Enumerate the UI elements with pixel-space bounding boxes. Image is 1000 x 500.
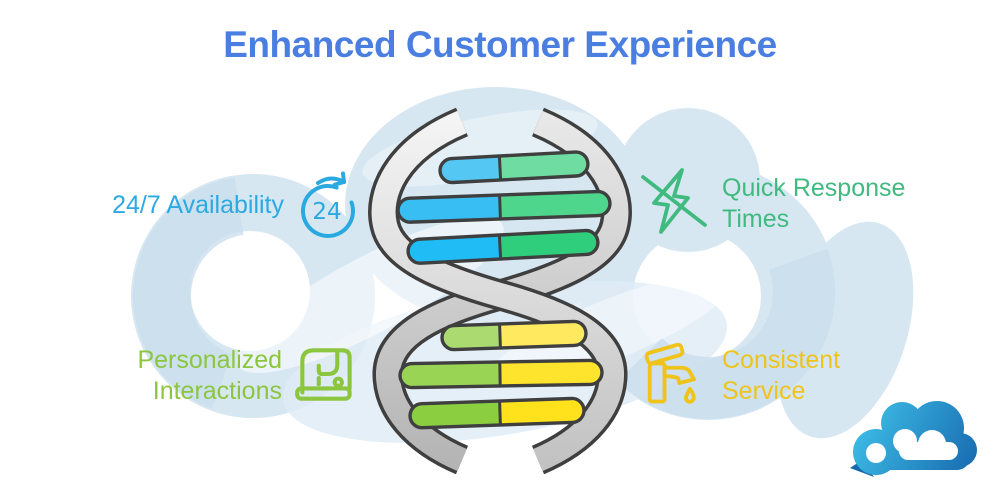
sewing-machine-icon <box>295 348 352 401</box>
cloud-infinity-logo-icon <box>850 401 977 477</box>
page-title: Enhanced Customer Experience <box>223 24 777 65</box>
24-hours-icon: 24 <box>301 171 355 238</box>
feature-line: Consistent <box>722 346 841 374</box>
feature-line: Times <box>722 205 790 233</box>
dna-rung <box>398 358 604 390</box>
24-badge-text: 24 <box>312 199 341 225</box>
feature-line: Interactions <box>152 377 282 405</box>
feature-label-consistent: Consistent Service <box>722 345 932 407</box>
feature-label-quick-response: Quick Response Times <box>722 173 932 235</box>
feature-line: Personalized <box>137 346 282 374</box>
flash-icon <box>641 168 707 234</box>
feature-line: Quick Response <box>722 174 906 202</box>
dna-rung <box>440 319 588 352</box>
dna-helix-illustration <box>368 107 632 475</box>
faucet-icon <box>644 342 696 404</box>
dna-strand-left <box>368 107 628 475</box>
feature-line: Service <box>722 377 806 405</box>
feature-label-availability: 24/7 Availability <box>40 190 284 221</box>
dna-rung <box>438 150 590 185</box>
dna-rung <box>408 396 586 430</box>
feature-label-personalized: Personalized Interactions <box>40 345 282 407</box>
feature-line: 24/7 Availability <box>112 191 284 219</box>
dna-rung <box>406 228 600 265</box>
dna-rung <box>396 189 612 224</box>
